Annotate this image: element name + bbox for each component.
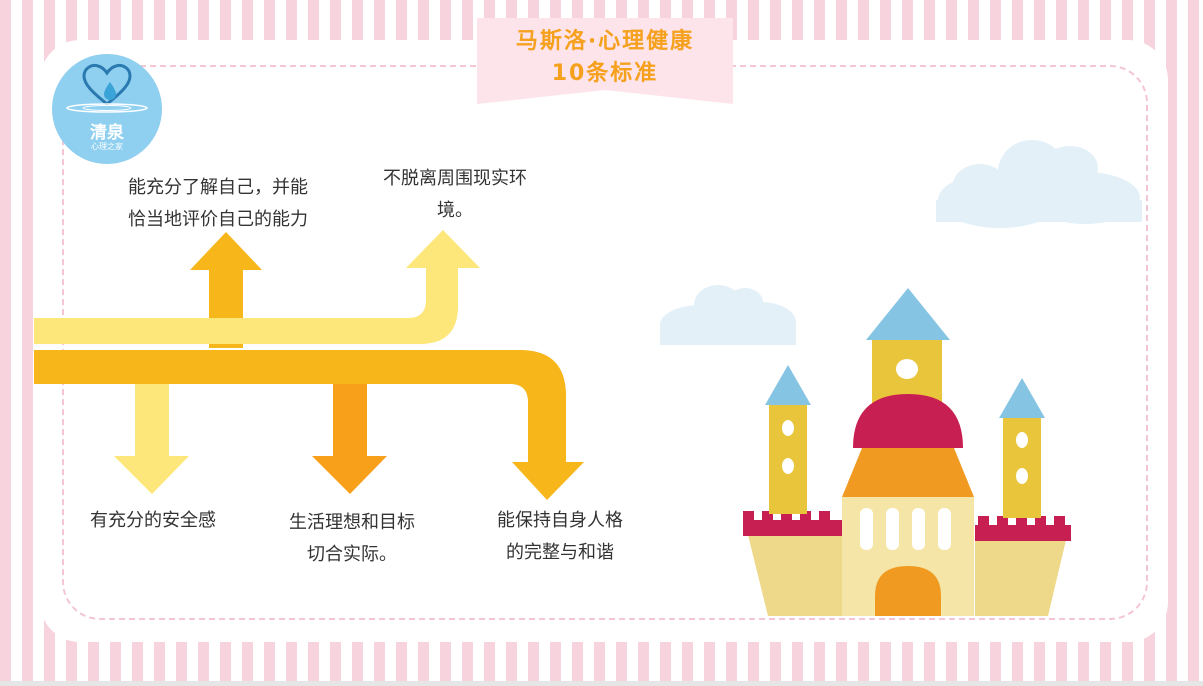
up-arrow-2	[34, 230, 480, 344]
standard-5: 能保持自身人格 的完整与和谐	[470, 505, 650, 569]
title-banner	[477, 18, 733, 104]
standard-5-line-1: 能保持自身人格	[497, 510, 623, 531]
bottom-edge	[0, 681, 1203, 686]
title-text: 马斯洛·心理健康 10条标准	[477, 26, 733, 90]
standard-3-line-1: 有充分的安全感	[90, 510, 216, 531]
standard-4-line-2: 切合实际。	[307, 544, 397, 565]
heart-drop-icon	[66, 64, 148, 113]
standard-4-line-1: 生活理想和目标	[289, 512, 415, 533]
title-line-2: 10条标准	[551, 61, 659, 86]
logo-name: 清泉	[90, 123, 124, 143]
logo-subtitle: 心理之家	[91, 142, 123, 151]
title-line-1: 马斯洛·心理健康	[515, 29, 695, 54]
main-pipe	[34, 350, 584, 500]
standard-3: 有充分的安全感	[68, 505, 238, 537]
cloud-icon	[660, 285, 796, 345]
down-arrow-2	[312, 384, 387, 494]
standard-1-line-1: 能充分了解自己，并能	[128, 177, 308, 198]
down-arrow-1	[114, 384, 189, 494]
castle-illustration	[743, 288, 1071, 616]
standard-1-line-2: 恰当地评价自己的能力	[128, 209, 308, 230]
standard-4: 生活理想和目标 切合实际。	[262, 507, 442, 571]
standard-1: 能充分了解自己，并能 恰当地评价自己的能力	[98, 172, 338, 236]
standard-2: 不脱离周围现实环 境。	[355, 163, 555, 227]
standard-2-line-2: 境。	[437, 200, 473, 221]
logo: 清泉 心理之家	[52, 54, 162, 164]
standard-5-line-2: 的完整与和谐	[506, 542, 614, 563]
cloud-icon	[936, 140, 1142, 228]
standard-2-line-1: 不脱离周围现实环	[383, 168, 527, 189]
